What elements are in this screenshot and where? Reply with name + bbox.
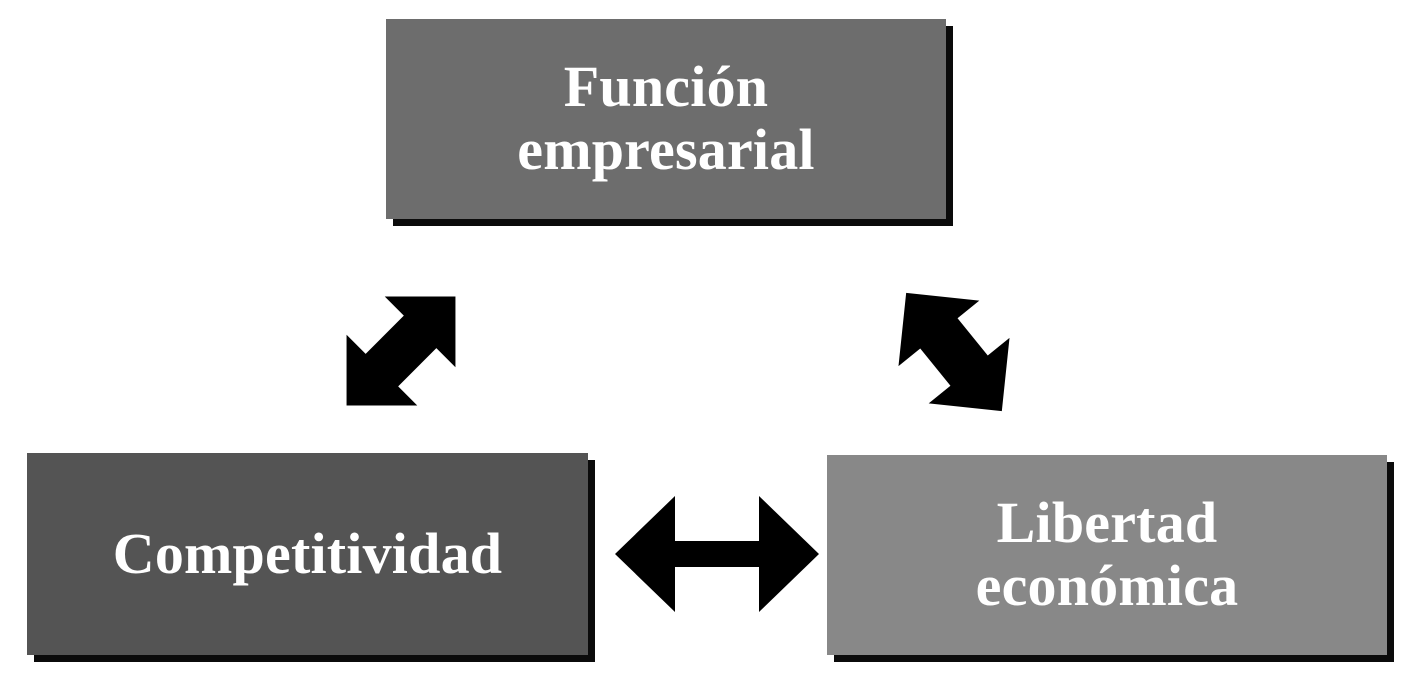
node-competitividad-label: Competitividad bbox=[112, 520, 503, 586]
double-headed-diagonal-arrow-up-left-icon bbox=[878, 262, 1030, 442]
node-competitividad[interactable]: Competitividad bbox=[27, 453, 588, 655]
node-funcion-empresarial[interactable]: Función empresarial bbox=[386, 19, 946, 219]
node-funcion-empresarial-label: Función empresarial bbox=[517, 54, 815, 182]
double-headed-horizontal-arrow-icon bbox=[613, 496, 821, 612]
node-libertad-economica[interactable]: Libertad económica bbox=[827, 455, 1387, 655]
double-headed-diagonal-arrow-up-right-icon bbox=[318, 268, 484, 434]
node-libertad-economica-label: Libertad económica bbox=[975, 490, 1239, 618]
